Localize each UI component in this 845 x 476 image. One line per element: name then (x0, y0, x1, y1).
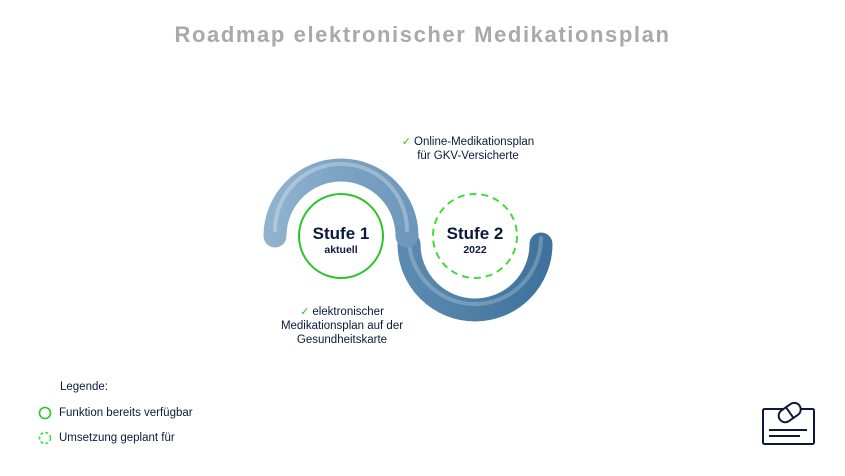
stage-2-sub: 2022 (463, 244, 487, 256)
checkmark-icon: ✓ (401, 136, 412, 148)
legend-item-planned: Umsetzung geplant für (38, 431, 175, 445)
stage-1-circle (298, 193, 384, 279)
legend-item-available: Funktion bereits verfügbar (38, 406, 193, 420)
legend-dashed-circle-icon (38, 431, 52, 445)
roadmap-arc-upper (263, 158, 419, 248)
stage-2-note: ✓Online-Medikationsplan für GKV-Versiche… (388, 135, 548, 163)
stage-1-note-line-2: Medikationsplan auf der (280, 320, 404, 332)
stage-1-note-line-3: Gesundheitskarte (296, 334, 388, 346)
legend-label-available: Funktion bereits verfügbar (59, 407, 193, 419)
legend-title: Legende: (60, 381, 108, 393)
stage-1-note: ✓elektronischer Medikationsplan auf der … (262, 305, 422, 347)
stage-2-note-line-1: Online-Medikationsplan (414, 136, 535, 148)
stage-1-sub: aktuell (324, 244, 357, 256)
legend-label-planned: Umsetzung geplant für (59, 432, 175, 444)
legend-solid-circle-icon (38, 406, 52, 420)
checkmark-icon: ✓ (300, 306, 310, 318)
roadmap-arc-lower (397, 232, 553, 322)
page-title: Roadmap elektronischer Medikationsplan (174, 22, 671, 47)
stage-2-circle (432, 193, 518, 279)
stage-1-note-line-1: elektronischer (312, 306, 384, 318)
stage-2-heading: Stufe 2 (447, 224, 504, 243)
stage-2-note-line-2: für GKV-Versicherte (417, 150, 519, 162)
stage-1-heading: Stufe 1 (313, 224, 370, 243)
medication-plan-card-icon (762, 401, 815, 445)
